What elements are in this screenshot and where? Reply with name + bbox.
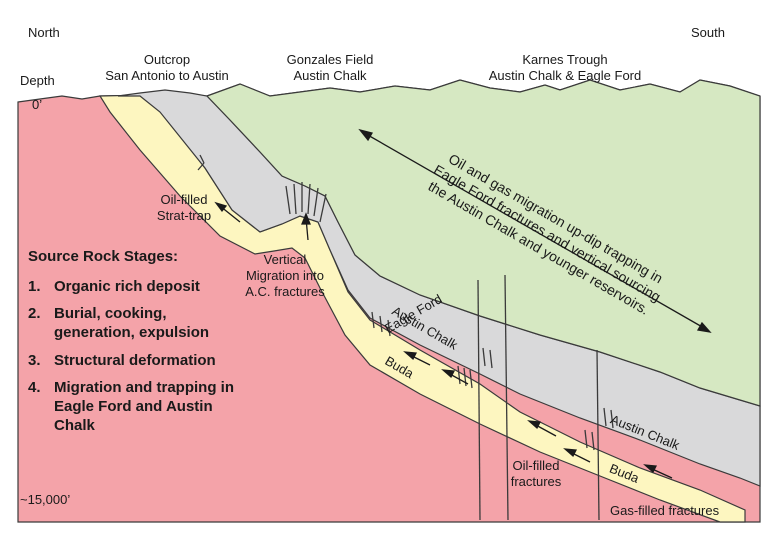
stage-number-1: 1. xyxy=(28,278,41,295)
oil-fractures-line2: fractures xyxy=(510,474,562,489)
oil-fractures-label: Oil-filled fractures xyxy=(496,458,576,490)
vertical-migration-line3: A.C. fractures xyxy=(245,284,325,299)
oil-fractures-line1: Oil-filled xyxy=(512,458,560,473)
stage-item-4: 4. Migration and trapping in Eagle Ford an… xyxy=(28,378,234,435)
stage-number-2: 2. xyxy=(28,305,41,322)
strat-trap-line2: Strat-trap xyxy=(156,208,212,223)
outcrop-header-line2: San Antonio to Austin xyxy=(105,68,229,83)
depth-bottom-label: ~15,000’ xyxy=(20,492,71,507)
source-rock-title: Source Rock Stages: xyxy=(28,248,179,265)
gonzales-header-line2: Austin Chalk xyxy=(293,68,367,83)
fault-line-2 xyxy=(504,274,509,521)
strat-trap-line1: Oil-filled xyxy=(160,192,208,207)
stage-item-2: 2. Burial, cooking, generation, expulsion xyxy=(28,304,209,342)
depth-top-label: 0’ xyxy=(32,97,43,112)
younger-strata xyxy=(205,79,761,407)
stage-item-3: 3. Structural deformation xyxy=(28,351,216,370)
fault-line-3 xyxy=(596,349,600,521)
stage-text-4b: Eagle Ford and Austin xyxy=(54,398,213,415)
migration-arrows xyxy=(214,128,712,479)
vertical-migration-line2: Migration into xyxy=(245,268,325,283)
stage-number-3: 3. xyxy=(28,352,41,369)
stage-text-1: Organic rich deposit xyxy=(54,278,200,295)
gonzales-header: Gonzales Field Austin Chalk xyxy=(270,52,390,84)
strat-trap-label: Oil-filled Strat-trap xyxy=(148,192,220,224)
outcrop-header: Outcrop San Antonio to Austin xyxy=(92,52,242,84)
fault-line-1 xyxy=(477,279,481,521)
stage-number-4: 4. xyxy=(28,379,41,396)
stage-text-2b: generation, expulsion xyxy=(54,324,210,341)
karnes-header: Karnes Trough Austin Chalk & Eagle Ford xyxy=(470,52,660,84)
south-label: South xyxy=(691,25,725,40)
outcrop-header-line1: Outcrop xyxy=(143,52,191,67)
north-label: North xyxy=(28,25,60,40)
gonzales-header-line1: Gonzales Field xyxy=(286,52,374,67)
gas-fractures-label: Gas-filled fractures xyxy=(610,503,720,518)
karnes-header-line2: Austin Chalk & Eagle Ford xyxy=(488,68,642,83)
stage-item-1: 1. Organic rich deposit xyxy=(28,277,200,296)
vertical-migration-label: Vertical Migration into A.C. fractures xyxy=(230,252,340,300)
depth-label: Depth xyxy=(20,73,55,88)
karnes-header-line1: Karnes Trough xyxy=(522,52,608,67)
vertical-migration-line1: Vertical xyxy=(263,252,307,267)
stage-text-3: Structural deformation xyxy=(54,352,216,369)
stage-text-2a: Burial, cooking, xyxy=(54,305,167,322)
stage-text-4a: Migration and trapping in xyxy=(54,379,234,396)
stage-text-4c: Chalk xyxy=(54,417,95,434)
